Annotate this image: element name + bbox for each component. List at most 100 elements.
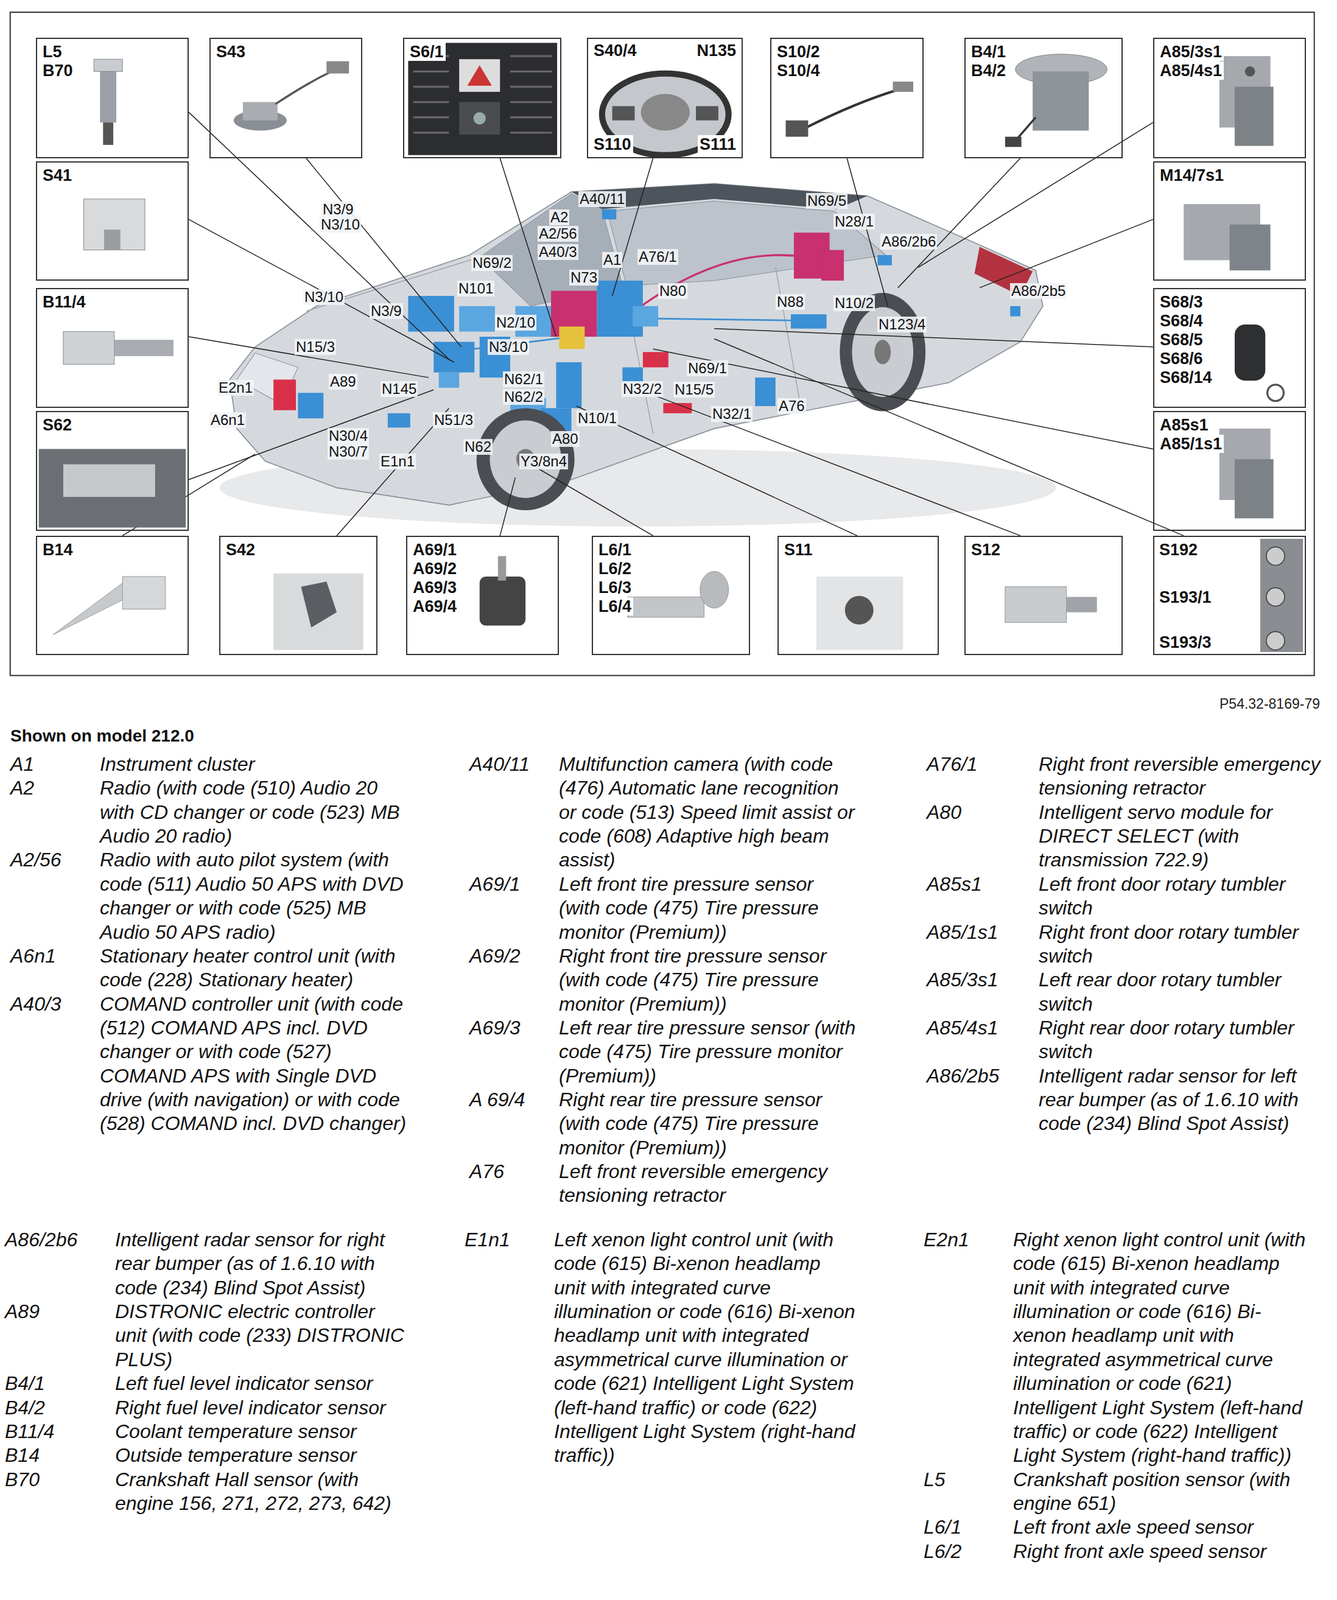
tpms-sensor <box>479 576 526 626</box>
leader-line <box>612 158 654 296</box>
component <box>754 377 776 407</box>
part-code: B4/2 <box>969 61 1008 80</box>
legend-code: A80 <box>926 800 962 825</box>
float <box>1005 136 1022 148</box>
hazard-button <box>459 59 500 92</box>
component <box>438 372 460 388</box>
callout-label: N2/10 <box>494 314 537 331</box>
legend-description: Crankshaft Hall sensor (with engine 156,… <box>115 1467 408 1516</box>
leader-line <box>898 158 1021 288</box>
component <box>387 413 411 428</box>
callout-label: N3/10 <box>303 289 345 306</box>
callout-label: N3/9 <box>321 201 355 218</box>
part-code: L6/2 <box>596 559 634 578</box>
legend-code: A85/4s1 <box>926 1016 998 1040</box>
part-code: A85/3s1 <box>1158 42 1224 61</box>
callout-label: A2 <box>549 209 570 226</box>
part-code: A69/2 <box>410 559 459 578</box>
callout-label: N88 <box>775 294 805 310</box>
sensor-flange <box>93 59 123 72</box>
wear-sensor <box>786 120 809 137</box>
legend-title: Shown on model 212.0 <box>10 725 195 747</box>
switch-body <box>1005 586 1067 623</box>
inset-box: S41 <box>35 161 189 281</box>
leader-lines <box>122 112 1184 536</box>
part-code: M14/7s1 <box>1158 166 1226 185</box>
callout-label: N62 <box>463 438 493 455</box>
legend-description: Multifunction camera (with code (476) Au… <box>558 752 858 873</box>
component <box>297 392 324 419</box>
inset-box: S11 <box>777 535 939 656</box>
part-code: S10/4 <box>775 61 822 80</box>
scaled-art <box>10 12 1315 676</box>
car-side-window <box>607 200 886 286</box>
component <box>1010 306 1021 317</box>
legend-code: E2n1 <box>923 1228 970 1252</box>
part-code: S193/1 <box>1157 588 1214 607</box>
inset-box: S6/1 <box>403 37 562 159</box>
part-code: S42 <box>224 540 257 559</box>
component <box>622 367 643 383</box>
inset-box: S62 <box>35 410 189 531</box>
callout-label: N3/10 <box>487 339 530 355</box>
inset-box: S10/2S10/4 <box>770 37 924 159</box>
legend-code: A40/11 <box>469 752 530 777</box>
temp-sensor-body <box>122 576 165 610</box>
legend-description: Right xenon light control unit (with cod… <box>1013 1228 1312 1468</box>
legend-description: Radio with auto pilot system (with code … <box>99 848 408 944</box>
part-code: B14 <box>40 540 75 559</box>
legend-code: B4/1 <box>4 1371 46 1396</box>
leader-line <box>653 395 1021 536</box>
part-code: S68/6 <box>1158 349 1205 368</box>
legend-description: Intelligent radar sensor for right rear … <box>115 1228 408 1300</box>
legend-code: A76/1 <box>926 752 978 777</box>
part-code: S68/5 <box>1158 330 1205 349</box>
callout-label: N69/2 <box>471 255 513 271</box>
part-code: S6/1 <box>407 42 446 61</box>
legend-code: A 69/4 <box>469 1087 525 1112</box>
sensor-bracket <box>700 571 729 609</box>
part-code: S192 <box>1157 540 1200 559</box>
photo-part <box>845 596 874 625</box>
part-code: B70 <box>40 61 75 80</box>
tpms-valve <box>498 555 506 581</box>
callout-label: N51/3 <box>432 412 475 429</box>
legend-code: B11/4 <box>4 1419 55 1444</box>
component <box>821 250 844 281</box>
part-code: A69/4 <box>410 597 459 616</box>
callout-label: N10/2 <box>833 295 875 312</box>
legend-code: L6/2 <box>923 1539 962 1564</box>
part-code: A85/4s1 <box>1158 61 1224 80</box>
component <box>273 379 296 410</box>
legend-description: Coolant temperature sensor <box>115 1419 408 1444</box>
legend-code: L6/1 <box>923 1515 962 1540</box>
leader-line <box>846 158 888 307</box>
leader-line <box>918 122 1153 268</box>
speed-sensor <box>627 596 705 618</box>
callout-label: N69/5 <box>806 193 848 209</box>
callout-label: A80 <box>550 431 580 447</box>
inset-box: L5B70 <box>35 37 189 159</box>
callout-label: A76 <box>777 398 807 415</box>
legend-description: Left front tire pressure sensor (with co… <box>558 872 858 945</box>
legend-description: Left rear tire pressure sensor (with cod… <box>558 1016 858 1088</box>
sensor-wire <box>806 89 899 128</box>
callout-label: N62/2 <box>502 389 545 405</box>
sensor-body <box>63 331 115 365</box>
steering-hub <box>641 93 690 131</box>
leader-line <box>979 219 1154 288</box>
legend-code: A85s1 <box>926 872 983 897</box>
inset-box: S40/4N135S110S111 <box>586 37 743 159</box>
seat-switch-panel <box>1260 538 1303 653</box>
callout-label: N32/2 <box>621 381 664 397</box>
legend-code: A69/3 <box>469 1016 521 1040</box>
legend-description: Left rear door rotary tumbler switch <box>1038 968 1325 1017</box>
seat-switch <box>1266 631 1285 650</box>
leader-line <box>653 348 1154 449</box>
legend-description: Right front tire pressure sensor (with c… <box>558 944 858 1017</box>
part-code: B4/1 <box>969 42 1008 61</box>
callout-label: A89 <box>328 373 358 390</box>
callout-label: N73 <box>569 269 599 286</box>
callout-label: A40/3 <box>537 244 579 260</box>
